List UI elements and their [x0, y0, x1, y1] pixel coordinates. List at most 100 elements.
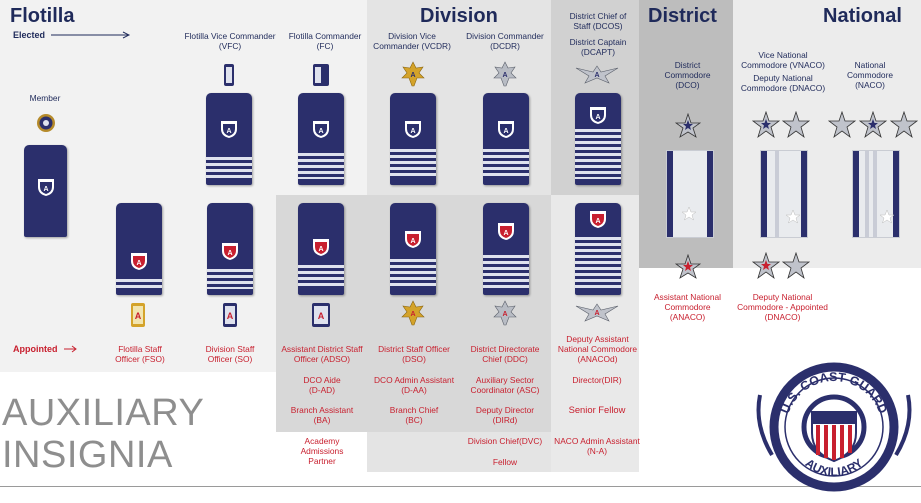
member-label: Member [29, 93, 61, 103]
dso-label: District Staff Officer(DSO) [378, 344, 450, 364]
vfc-collar-device [224, 64, 234, 86]
fc-shoulder-board: A [298, 93, 344, 185]
svg-text:A: A [595, 218, 600, 225]
elected-label: Elected [13, 30, 46, 40]
member-pin-icon [37, 114, 55, 132]
star-icon [675, 113, 701, 138]
silver-eagle-icon: A [575, 65, 619, 84]
naa-label: NACO Admin Assistant(N-A) [554, 436, 640, 456]
gold-oak-leaf-icon: A [401, 300, 425, 326]
anacod-shoulder-board: A [575, 203, 621, 295]
title-line-2: INSIGNIA [2, 434, 173, 476]
dvc-label: Division Chief(DVC) [467, 436, 543, 446]
fc-collar-device [313, 64, 329, 86]
silver-eagle-icon: A [575, 303, 619, 322]
svg-text:AUXILIARY: AUXILIARY [803, 456, 866, 479]
svg-text:A: A [318, 246, 323, 253]
svg-text:A: A [410, 238, 415, 245]
fso-shoulder-board: A [116, 203, 162, 295]
svg-text:A: A [594, 310, 599, 317]
red-shield-icon: A [313, 239, 329, 256]
dcdr-label: Division Commander(DCDR) [466, 31, 544, 51]
dco-admin-label: DCO Admin Assistant(D-AA) [373, 375, 455, 395]
dir-label: Director(DIR) [572, 375, 622, 385]
gold-oak-leaf-icon: A [401, 61, 425, 87]
senior-fellow-label: Senior Fellow [568, 404, 626, 415]
shield-icon: A [221, 121, 237, 138]
seal-bottom-text: AUXILIARY [803, 456, 866, 479]
red-shield-icon: A [222, 243, 238, 260]
fellow-label: Fellow [492, 457, 518, 467]
red-shield-icon: A [590, 211, 606, 228]
coast-guard-auxiliary-seal-icon: U.S. COAST GUARD AUXILIARY [756, 362, 912, 492]
svg-text:A: A [502, 311, 507, 318]
svg-text:A: A [226, 128, 231, 135]
two-stars-icon [752, 111, 810, 139]
star-icon [785, 209, 801, 224]
shield-icon: A [405, 121, 421, 138]
arrow-right-icon [51, 31, 131, 39]
naco-sleeve-board [852, 150, 900, 238]
division-header: Division [420, 5, 498, 27]
fso-collar-device: A [131, 303, 145, 327]
arrow-right-icon [63, 345, 77, 353]
dcapt-label: District Captain(DCAPT) [569, 37, 627, 57]
svg-text:A: A [503, 128, 508, 135]
ddc-shoulder-board: A [483, 203, 529, 295]
shield-icon: A [498, 121, 514, 138]
shield-icon: A [37, 179, 54, 196]
star-icon [675, 254, 701, 279]
red-shield-icon: A [131, 253, 147, 270]
red-shield-icon: A [405, 231, 421, 248]
dco-sleeve-board [666, 150, 714, 238]
svg-text:A: A [410, 128, 415, 135]
vnaco-sleeve-board [760, 150, 808, 238]
vcdr-shoulder-board: A [390, 93, 436, 185]
svg-text:A: A [503, 230, 508, 237]
svg-text:A: A [43, 186, 48, 193]
svg-text:A: A [136, 260, 141, 267]
flotilla-header: Flotilla [10, 5, 75, 27]
svg-text:A: A [410, 72, 415, 79]
svg-text:A: A [318, 311, 325, 321]
adso-collar-device: A [312, 303, 330, 327]
dcdr-shoulder-board: A [483, 93, 529, 185]
svg-text:A: A [227, 250, 232, 257]
silver-oak-leaf-icon: A [493, 300, 517, 326]
two-stars-icon [752, 252, 810, 280]
so-collar-device: A [223, 303, 237, 327]
shield-icon: A [313, 121, 329, 138]
vfc-shoulder-board: A [206, 93, 252, 185]
appointed-legend: Appointed [13, 344, 78, 354]
shield-icon: A [590, 107, 606, 124]
svg-text:A: A [595, 114, 600, 121]
dco-aide-label: DCO Aide(D-AD) [303, 375, 341, 395]
silver-oak-leaf-icon: A [493, 61, 517, 87]
dird-label: Deputy Director(DIRd) [475, 405, 535, 425]
appointed-label: Appointed [13, 344, 58, 354]
district-header: District [648, 5, 717, 27]
vfc-label: Flotilla Vice Commander(VFC) [184, 31, 276, 51]
dso-shoulder-board: A [390, 203, 436, 295]
member-shoulder-board: A [24, 145, 67, 237]
elected-legend: Elected [13, 30, 133, 40]
title-line-1: AUXILIARY [2, 392, 205, 434]
svg-text:A: A [410, 311, 415, 318]
adso-shoulder-board: A [298, 203, 344, 295]
svg-text:A: A [502, 72, 507, 79]
ba-label: Branch Assistant(BA) [290, 405, 354, 425]
